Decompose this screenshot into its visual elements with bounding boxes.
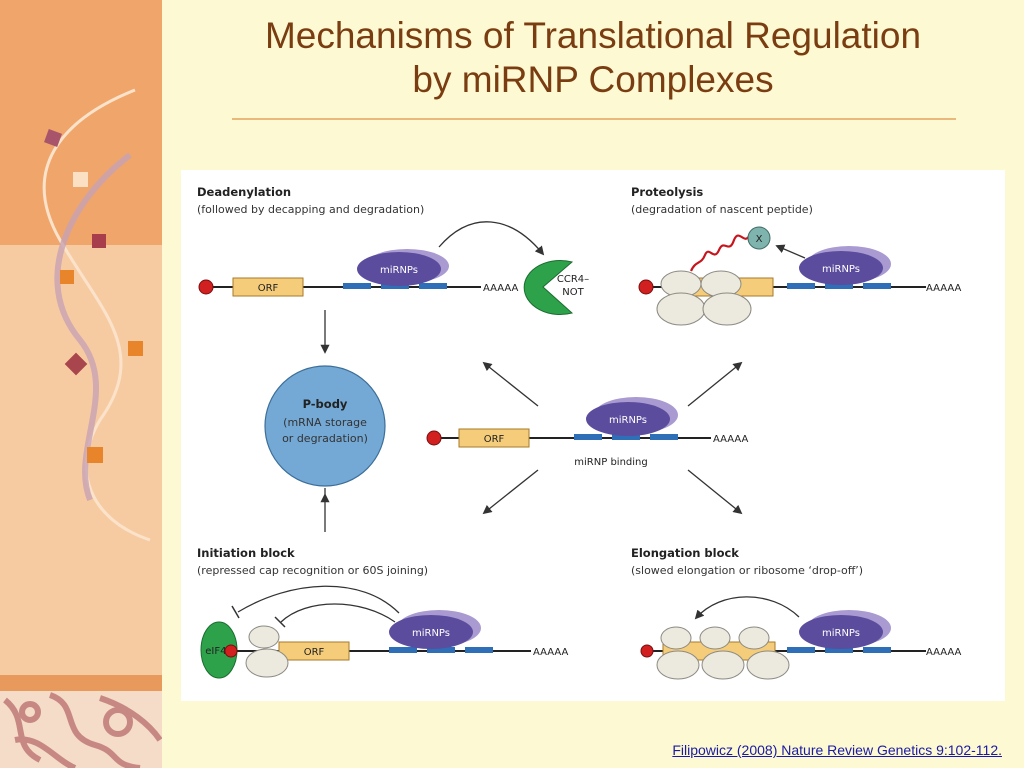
target-site — [825, 647, 853, 653]
protease-label: X — [756, 234, 763, 245]
p-body-line-2: or degradation) — [282, 432, 368, 445]
slide-title-line-1: Mechanisms of Translational Regulation — [264, 15, 922, 56]
nascent-peptide — [689, 234, 750, 272]
mirnp-binding-center: ORF miRNPs AAAAA miRNP binding — [426, 397, 748, 468]
orf-label: ORF — [258, 283, 279, 294]
target-site — [787, 283, 815, 289]
proteolysis-panel: Proteolysis (degradation of nascent pept… — [631, 185, 961, 326]
target-site — [612, 434, 640, 440]
mirnp-complex — [586, 402, 670, 436]
orf-box — [232, 277, 304, 297]
mrna-cap — [426, 430, 442, 446]
mirnp-label: miRNPs — [822, 628, 860, 639]
ribosome-small — [738, 626, 770, 650]
elongation-heading: Elongation block — [631, 546, 739, 560]
orf-label: ORF — [304, 647, 325, 658]
initiation-panel: Initiation block (repressed cap recognit… — [197, 546, 568, 679]
ribosome-large — [245, 648, 289, 678]
slide-title-line-2: by miRNP Complexes — [412, 59, 774, 100]
proteolysis-subtitle: (degradation of nascent peptide) — [631, 203, 813, 216]
inhibition-bar — [231, 605, 240, 619]
mrna-cap — [198, 279, 214, 295]
eif4e-label: eIF4E — [205, 646, 233, 657]
arrow-to-elongation — [687, 469, 743, 515]
target-site — [650, 434, 678, 440]
ccr4-not-complex — [523, 260, 574, 315]
curved-arrow — [438, 221, 545, 256]
polya-label: AAAAA — [713, 434, 748, 445]
deadenylation-heading: Deadenylation — [197, 185, 291, 199]
arrow — [775, 244, 806, 259]
target-site — [825, 283, 853, 289]
mirnp-complex — [389, 615, 473, 649]
initiation-subtitle: (repressed cap recognition or 60S joinin… — [197, 564, 428, 577]
proteolysis-heading: Proteolysis — [631, 185, 703, 199]
mirnp-complex — [357, 252, 441, 286]
p-body-line-1: (mRNA storage — [283, 416, 367, 429]
citation-link[interactable]: Filipowicz (2008) Nature Review Genetics… — [672, 742, 1002, 758]
mechanism-figure: Deadenylation (followed by decapping and… — [181, 170, 1005, 701]
ribosome-large — [656, 650, 700, 680]
orf-label: ORF — [484, 434, 505, 445]
ribosome-small — [660, 626, 692, 650]
inhibition-arc-cap — [237, 585, 400, 614]
p-body: P-body (mRNA storage or degradation) — [264, 365, 386, 487]
ribosome-large — [701, 650, 745, 680]
inhibition-arc-60s — [280, 603, 396, 623]
mirnp-complex — [799, 615, 883, 649]
orf-box — [458, 428, 530, 448]
ccr4-label-line-2: NOT — [562, 287, 584, 298]
ribosome-large — [656, 292, 706, 326]
curved-arrow — [694, 596, 800, 620]
ribosome-small — [699, 626, 731, 650]
target-site — [427, 647, 455, 653]
arrow-to-deadenylation — [482, 361, 539, 407]
p-body-title: P-body — [303, 397, 348, 411]
arrow-to-proteolysis — [687, 361, 743, 407]
ribosome-large — [746, 650, 790, 680]
polya-label: AAAAA — [533, 647, 568, 658]
polya-label: AAAAA — [483, 283, 518, 294]
target-site — [343, 283, 371, 289]
mrna-cap — [640, 644, 654, 658]
target-site — [574, 434, 602, 440]
polya-label: AAAAA — [926, 283, 961, 294]
mrna-cap — [224, 644, 238, 658]
ccr4-label-line-1: CCR4– — [557, 274, 589, 285]
p-body-circle — [264, 365, 386, 487]
mrna-cap — [638, 279, 654, 295]
ribosome-large — [702, 292, 752, 326]
slide-title: Mechanisms of Translational Regulation b… — [162, 14, 1024, 102]
title-divider — [232, 118, 956, 120]
target-site — [863, 283, 891, 289]
target-site — [465, 647, 493, 653]
ribosome-small — [248, 625, 280, 649]
target-site — [419, 283, 447, 289]
protease-icon — [747, 226, 771, 250]
polya-label: AAAAA — [926, 647, 961, 658]
decorative-sidebar — [0, 0, 162, 768]
center-caption: miRNP binding — [574, 457, 647, 468]
target-site — [863, 647, 891, 653]
initiation-heading: Initiation block — [197, 546, 295, 560]
mirnp-label: miRNPs — [822, 264, 860, 275]
elongation-subtitle: (slowed elongation or ribosome ‘drop-off… — [631, 564, 863, 577]
elongation-panel: Elongation block (slowed elongation or r… — [631, 546, 961, 680]
target-site — [787, 647, 815, 653]
arrow-to-initiation — [482, 469, 539, 515]
mirnp-label: miRNPs — [380, 265, 418, 276]
deadenylation-subtitle: (followed by decapping and degradation) — [197, 203, 424, 216]
target-site — [381, 283, 409, 289]
target-site — [389, 647, 417, 653]
mirnp-complex — [799, 251, 883, 285]
deadenylation-panel: Deadenylation (followed by decapping and… — [197, 185, 589, 315]
inhibition-bar — [274, 616, 286, 628]
mirnp-label: miRNPs — [412, 628, 450, 639]
mirnp-label: miRNPs — [609, 415, 647, 426]
